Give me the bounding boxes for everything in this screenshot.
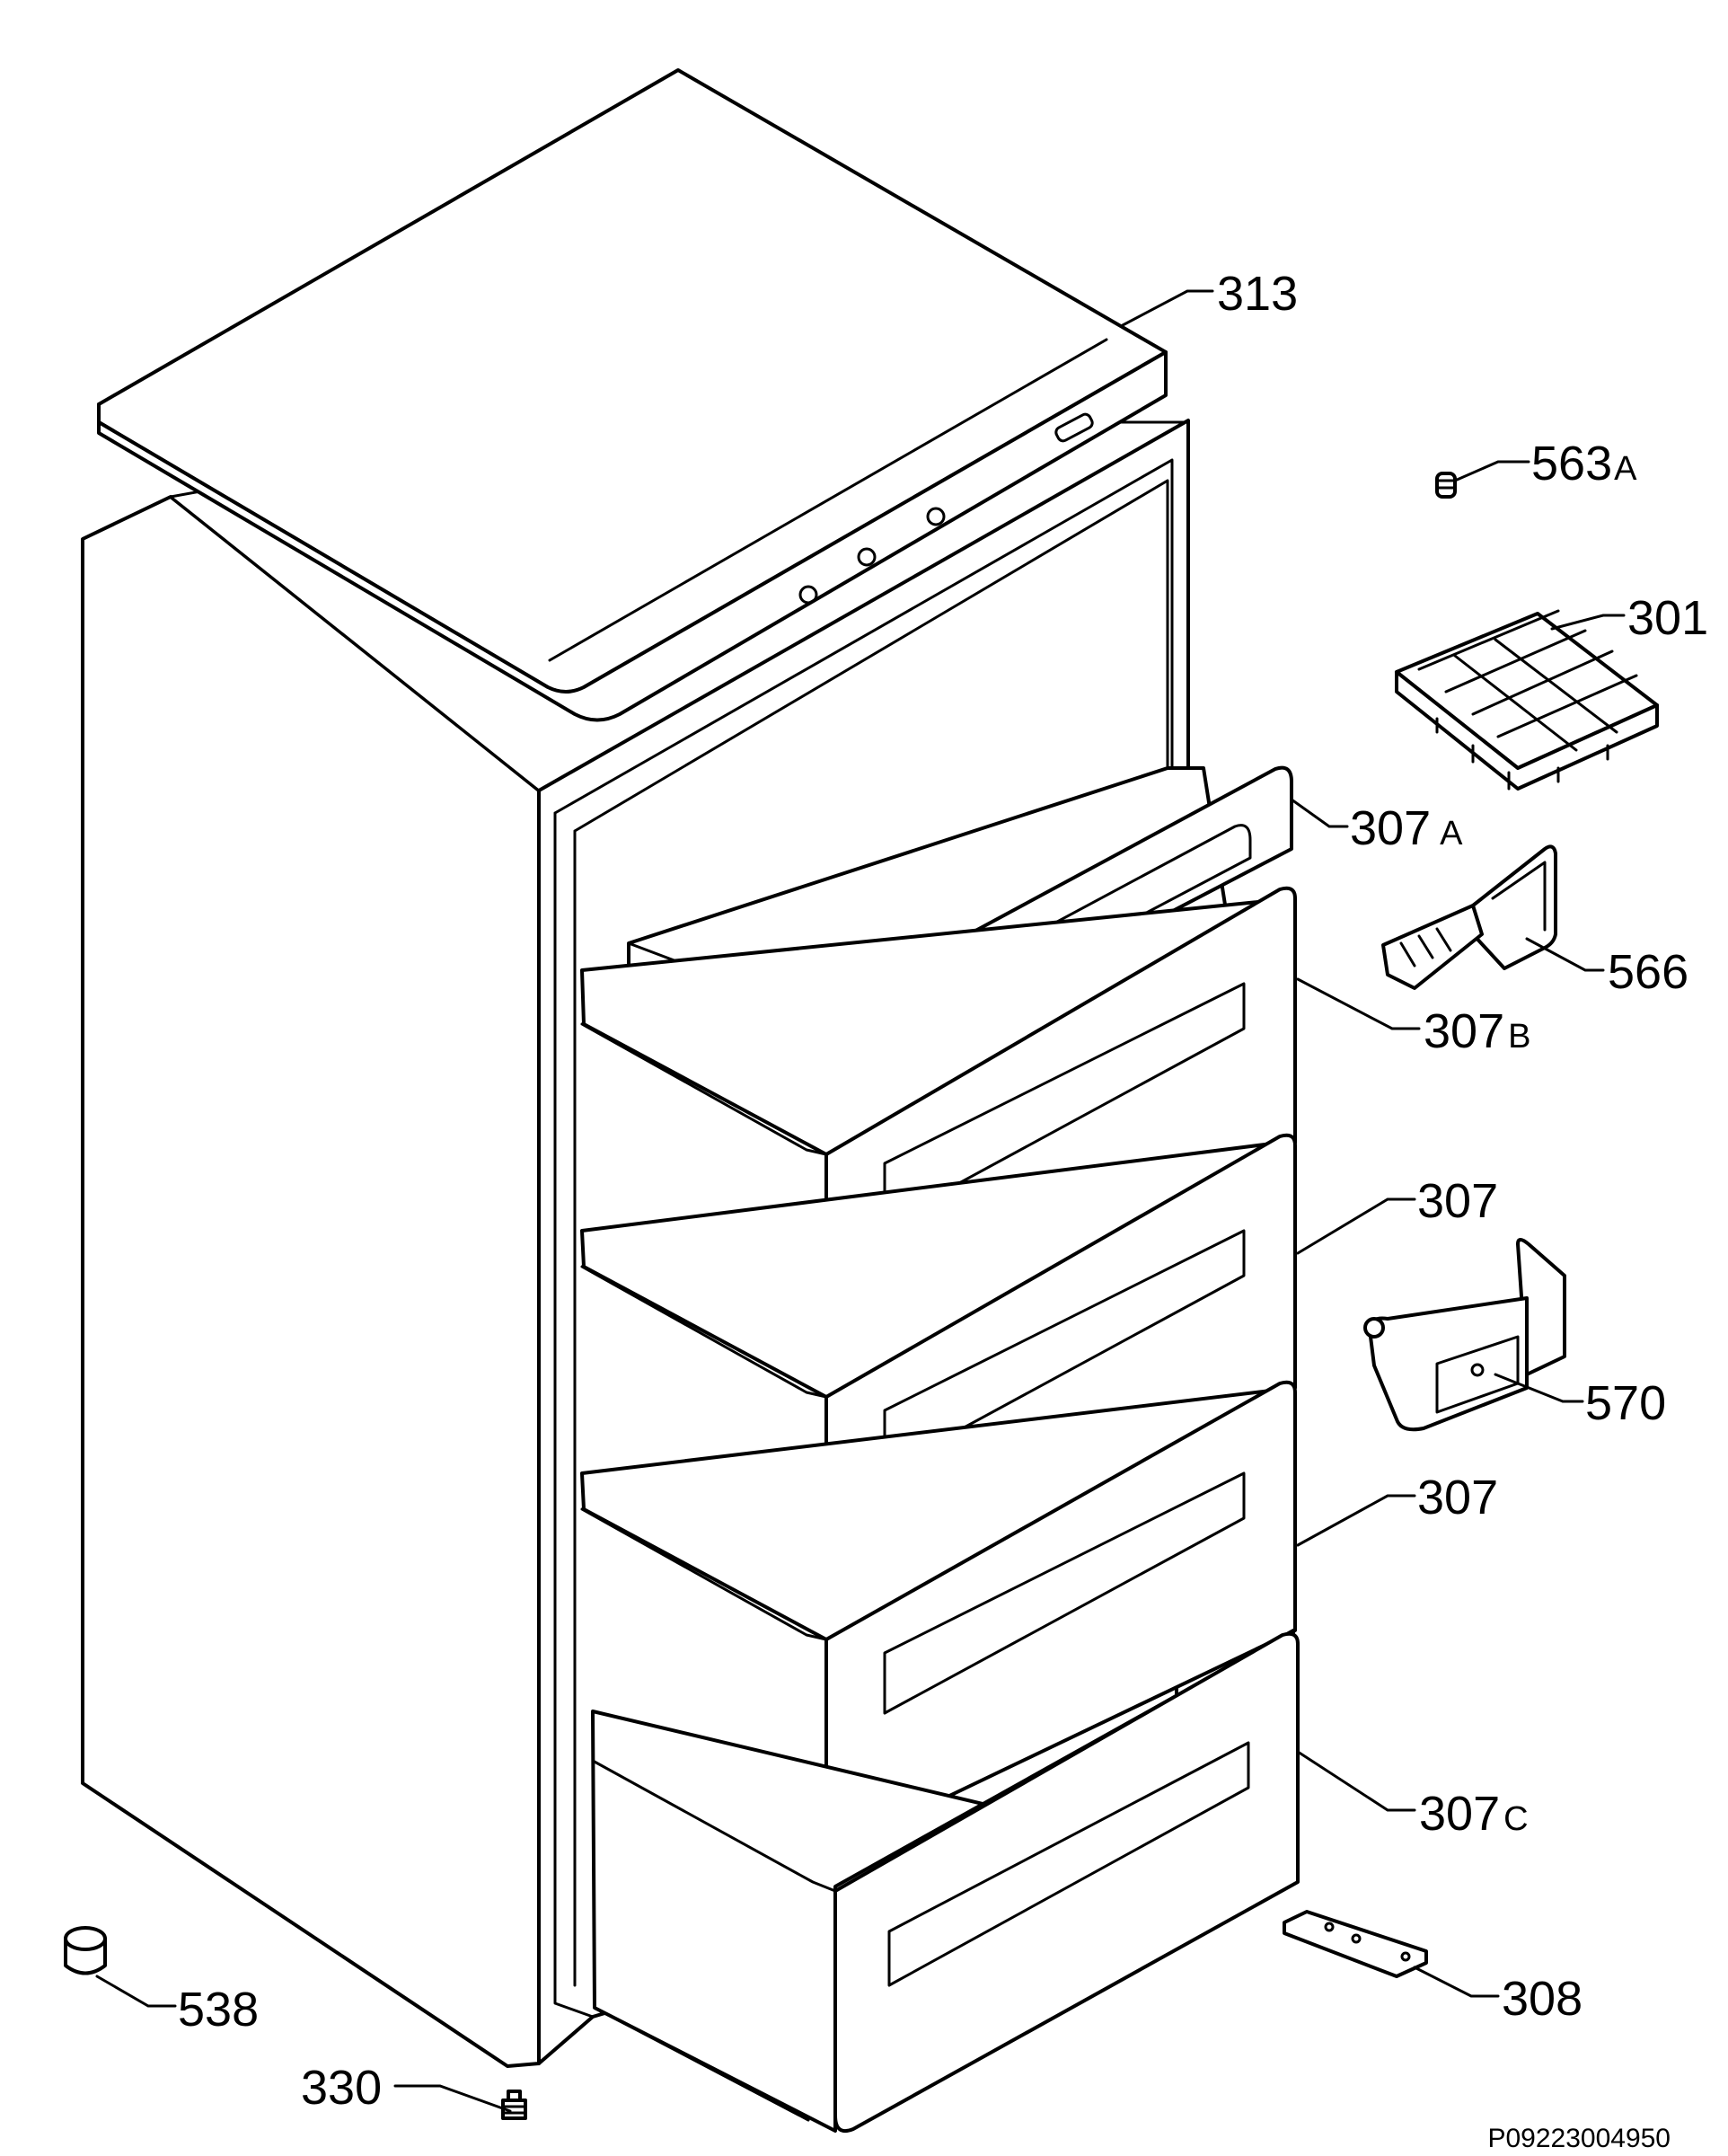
indicator-lights — [1054, 412, 1094, 443]
hinge-plate-308-hole-1 — [1324, 1922, 1335, 1932]
drawer-307-lower-top-edge — [580, 1507, 828, 1641]
hinge-plate-308-hole-2 — [1351, 1933, 1362, 1944]
container-570 — [1363, 1238, 1566, 1432]
container-570-knob — [1363, 1317, 1385, 1339]
document-code: P09223004950 — [1487, 2124, 1671, 2153]
leader-307c — [1296, 1750, 1416, 1812]
container-570-front — [1368, 1296, 1529, 1432]
leader-301 — [1550, 614, 1626, 631]
label-307-upper: 307 — [1417, 1174, 1498, 1228]
screw-330 — [501, 2090, 527, 2120]
label-538: 538 — [178, 1983, 259, 2037]
leader-307a — [1290, 798, 1349, 828]
leader-538 — [95, 1975, 177, 2008]
label-307-lower: 307 — [1417, 1471, 1498, 1524]
leader-307-upper — [1296, 1197, 1416, 1255]
drawer-307c-handle — [887, 1741, 1250, 1987]
leader-563a — [1453, 460, 1530, 482]
control-knob-3 — [926, 507, 946, 526]
hinge-plate-308-body — [1283, 1910, 1428, 1978]
leader-lines — [95, 289, 1626, 2113]
ice-tray-301-dividers — [1417, 609, 1638, 752]
screw-330-shank — [507, 2090, 522, 2102]
drawer-307-lower-handle — [883, 1471, 1246, 1715]
foot-538 — [64, 1926, 107, 1975]
label-566: 566 — [1608, 945, 1688, 999]
label-570: 570 — [1585, 1376, 1666, 1430]
leader-313 — [1121, 289, 1214, 327]
leader-330 — [393, 2084, 512, 2113]
leader-566 — [1525, 937, 1605, 972]
plug-563a-body — [1435, 472, 1457, 499]
drawer-307b-top-edge — [580, 1022, 828, 1156]
label-563a: 563A — [1531, 437, 1637, 490]
drawer-307c-top-edge — [591, 1759, 837, 1893]
drawer-307c-bottom-edge — [593, 2006, 810, 2122]
screw-330-thread — [503, 2105, 525, 2115]
hinge-plate-308 — [1283, 1910, 1428, 1978]
label-301: 301 — [1627, 591, 1708, 645]
container-570-lock — [1470, 1363, 1485, 1377]
plug-563a-ridges — [1437, 479, 1455, 490]
top-cover-front-edge — [97, 350, 1168, 722]
leader-308 — [1413, 1966, 1500, 1998]
control-knob-1 — [798, 585, 818, 605]
ice-scraper-566-handle — [1381, 904, 1484, 990]
drawer-307c-front — [833, 1631, 1300, 2134]
leader-307-lower — [1296, 1494, 1416, 1547]
ice-scraper-566 — [1381, 844, 1557, 990]
control-panel-strip — [548, 338, 1108, 662]
label-308: 308 — [1502, 1972, 1583, 2026]
label-313: 313 — [1217, 267, 1298, 321]
control-knob-2 — [857, 547, 877, 567]
foot-538-top — [64, 1926, 107, 1951]
ice-tray-301 — [1395, 609, 1659, 791]
leader-307b — [1296, 977, 1421, 1030]
top-cover-313 — [97, 68, 1168, 722]
cabinet-door-seal — [553, 458, 1174, 2019]
drawer-307c — [591, 1629, 1300, 2134]
container-570-back — [1516, 1238, 1566, 1376]
ice-tray-301-cube-bottoms — [1435, 717, 1609, 791]
plug-563a — [1435, 472, 1457, 499]
cabinet-inner-liner — [573, 479, 1169, 1987]
ice-scraper-566-grip — [1399, 861, 1547, 968]
hinge-plate-308-hole-3 — [1400, 1951, 1411, 1962]
leader-570 — [1494, 1373, 1584, 1403]
drawer-307-upper-top-edge — [580, 1265, 828, 1399]
ice-tray-301-body — [1395, 670, 1659, 791]
label-330: 330 — [301, 2061, 382, 2115]
